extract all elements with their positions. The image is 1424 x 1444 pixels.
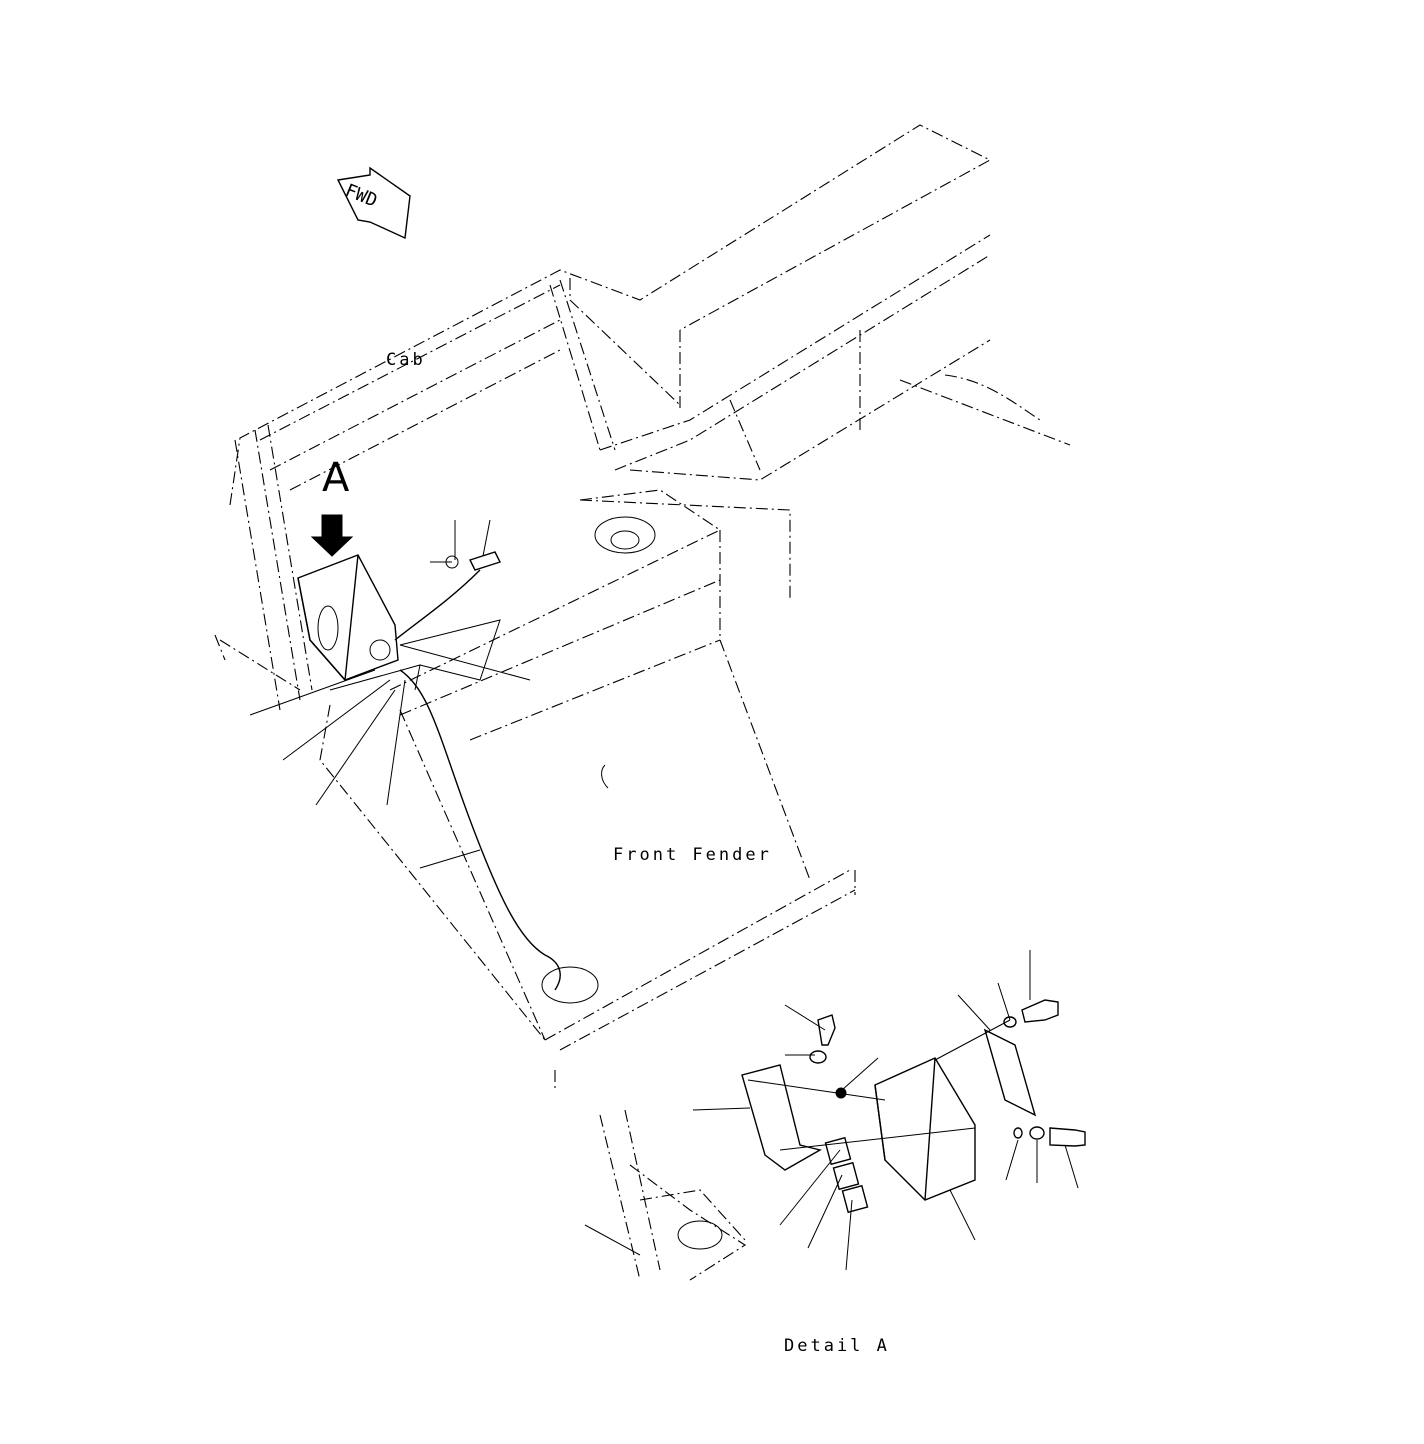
main-box-assembly [297,554,501,691]
cab-outline [229,124,1071,506]
view-arrow-a [310,514,354,557]
fwd-arrow [336,166,411,240]
detail-a-drawing [584,950,1086,1281]
detail-label: Detail A [784,1336,890,1356]
front-fender-label: Front Fender [613,845,772,865]
cab-pillar [234,424,313,711]
wire-harness [394,551,561,991]
cab-label: Cab [386,350,426,370]
frame-body [214,489,856,1090]
view-marker-label: A [322,455,350,501]
callout-leaders-main [249,519,531,869]
